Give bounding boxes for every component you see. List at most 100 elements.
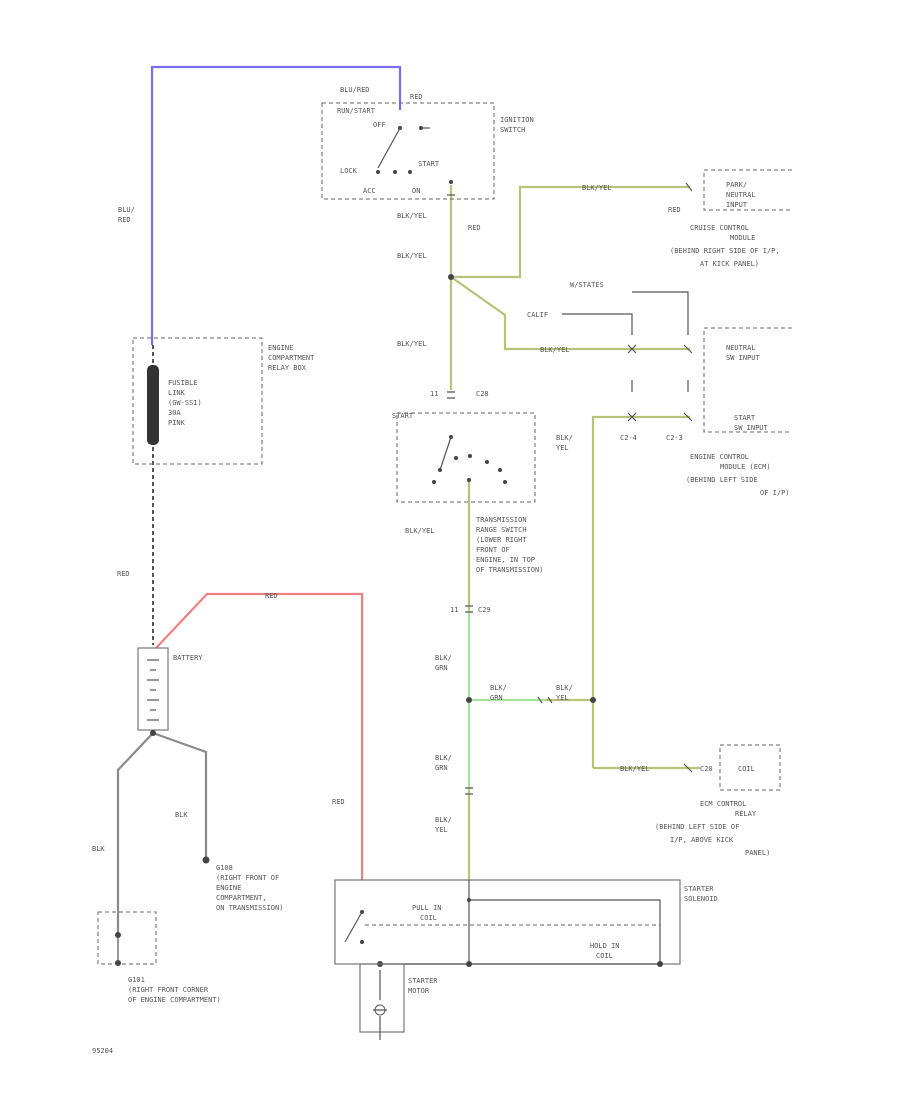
lbl-engine-box-1: COMPARTMENT xyxy=(268,354,315,362)
lbl-cruise-2: (BEHIND RIGHT SIDE OF I/P, xyxy=(670,247,780,255)
lbl-ecm-1: MODULE (ECM) xyxy=(720,463,771,471)
lbl-ign-acc: ACC xyxy=(363,187,376,195)
lbl-pull-in-1: COIL xyxy=(420,914,437,922)
lbl-neutral-1: SW INPUT xyxy=(726,354,761,362)
lbl-ecm-0: ENGINE CONTROL xyxy=(690,453,749,461)
lbl-blk-1: BLK xyxy=(175,811,188,819)
lbl-trs-1: RANGE SWITCH xyxy=(476,526,527,534)
lbl-ign-red: RED xyxy=(410,93,423,101)
lbl-hold-in-0: HOLD IN xyxy=(590,942,620,950)
lbl-blk-yel-5: BLK/YEL xyxy=(405,527,435,535)
junctions xyxy=(448,274,596,703)
lbl-c20: C20 xyxy=(700,765,713,773)
lbl-ign-on: ON xyxy=(412,187,420,195)
lbl-trs-0: TRANSMISSION xyxy=(476,516,527,524)
lbl-relay-3: I/P, ABOVE KICK xyxy=(670,836,734,844)
lbl-g108-2: ENGINE xyxy=(216,884,241,892)
lbl-ign-start: START xyxy=(418,160,440,168)
lbl-ign-run-start: RUN/START xyxy=(337,107,376,115)
lbl-c29-num: 11 xyxy=(450,606,458,614)
lbl-fusible-1: LINK xyxy=(168,389,186,397)
lbl-start: START xyxy=(392,412,414,420)
lbl-engine-box-0: ENGINE xyxy=(268,344,293,352)
lbl-blk-yel-7-0: BLK/ xyxy=(435,816,452,824)
lbl-diagram-id: 95204 xyxy=(92,1047,113,1055)
lbl-trs-5: OF TRANSMISSION) xyxy=(476,566,543,574)
lbl-blk-grn-1-1: GRN xyxy=(435,664,448,672)
fusible-link xyxy=(147,365,159,445)
lbl-trs-2: (LOWER RIGHT xyxy=(476,536,527,544)
lbl-c28-num: 11 xyxy=(430,390,438,398)
cruise-module-box xyxy=(703,169,792,211)
lbl-ign-blu-red: BLU/RED xyxy=(340,86,370,94)
lbl-fusible-4: PINK xyxy=(168,419,186,427)
lbl-fusible-0: FUSIBLE xyxy=(168,379,198,387)
lbl-g101-0: G101 xyxy=(128,976,145,984)
lbl-g101-2: OF ENGINE COMPARTMENT) xyxy=(128,996,221,1004)
lbl-relay-2: (BEHIND LEFT SIDE OF xyxy=(655,823,739,831)
lbl-ecm-3: OF I/P) xyxy=(760,489,790,497)
lbl-battery: BATTERY xyxy=(173,654,203,662)
lbl-g108-1: (RIGHT FRONT OF xyxy=(216,874,279,882)
lbl-g108-0: G108 xyxy=(216,864,233,872)
lbl-ignition-switch-0: IGNITION xyxy=(500,116,534,124)
ground-g101 xyxy=(97,911,157,966)
lbl-starter-sol-0: STARTER xyxy=(684,885,714,893)
lbl-relay-4: PANEL) xyxy=(745,849,770,857)
lbl-ignition-switch-1: SWITCH xyxy=(500,126,525,134)
lbl-hold-in-1: COIL xyxy=(596,952,613,960)
lbl-blk-yel-6-1: YEL xyxy=(556,694,569,702)
wire-blk-yel-neutral-sw xyxy=(450,276,690,351)
lbl-c2-1: C2-4 xyxy=(620,434,637,442)
lbl-blk-2: BLK xyxy=(92,845,105,853)
lbl-blk-yel-8-0: BLK/ xyxy=(556,434,573,442)
lbl-fusible-2: (GW-SS1) xyxy=(168,399,202,407)
lbl-blk-yel-n: BLK/YEL xyxy=(540,346,570,354)
relay-box xyxy=(719,744,781,791)
lbl-relay-1: RELAY xyxy=(735,810,757,818)
lbl-blk-yel-3: BLK/YEL xyxy=(397,252,427,260)
lbl-red-mid: RED xyxy=(332,798,345,806)
wires xyxy=(116,65,700,935)
lbl-red-left: RED xyxy=(117,570,130,578)
wire-blu-red xyxy=(150,65,402,345)
lbl-trs-4: ENGINE, IN TOP xyxy=(476,556,535,564)
lbl-c28: C28 xyxy=(476,390,489,398)
lbl-ign-off: OFF xyxy=(373,121,386,129)
lbl-pull-in-0: PULL IN xyxy=(412,904,442,912)
lbl-coil: COIL xyxy=(738,765,755,773)
wire-blk-yel-start-input xyxy=(591,415,690,768)
lbl-blk-grn-1-0: BLK/ xyxy=(435,654,452,662)
lbl-blk-yel-8-1: YEL xyxy=(556,444,569,452)
lbl-c29: C29 xyxy=(478,606,491,614)
lbl-cruise-3: AT KICK PANEL) xyxy=(700,260,759,268)
lbl-pn-1: NEUTRAL xyxy=(726,191,756,199)
ecm-box xyxy=(631,327,792,433)
wire-w-states xyxy=(632,291,689,335)
lbl-g108-4: ON TRANSMISSION) xyxy=(216,904,283,912)
lbl-starter-mot-1: MOTOR xyxy=(408,987,430,995)
lbl-red-c1: RED xyxy=(468,224,481,232)
wire-blk-g101 xyxy=(116,732,154,935)
lbl-blk-yel-1: BLK/YEL xyxy=(397,212,427,220)
starter-solenoid xyxy=(334,879,681,967)
lbl-cruise-1: MODULE xyxy=(730,234,755,242)
lbl-blk-yel-7-1: YEL xyxy=(435,826,448,834)
lbl-blk-yel-coil: BLK/YEL xyxy=(620,765,650,773)
lbl-blk-yel-4: BLK/YEL xyxy=(397,340,427,348)
lbl-blu-red-1: RED xyxy=(118,216,131,224)
lbl-c2-2: C2-3 xyxy=(666,434,683,442)
starter-motor xyxy=(359,963,405,1040)
lbl-blk-yel-6-0: BLK/ xyxy=(556,684,573,692)
lbl-pn-red: RED xyxy=(668,206,681,214)
lbl-engine-box-2: RELAY BOX xyxy=(268,364,307,372)
lbl-blk-grn-3-0: BLK/ xyxy=(435,754,452,762)
ground-g108-dot xyxy=(202,856,210,864)
lbl-w-states: W/STATES xyxy=(570,281,604,289)
wire-blk-yel-park-neutral xyxy=(451,185,690,279)
lbl-starter-sol-1: SOLENOID xyxy=(684,895,718,903)
lbl-g101-1: (RIGHT FRONT CORNER xyxy=(128,986,209,994)
connectors xyxy=(447,182,693,795)
wire-red-battery xyxy=(155,592,364,880)
lbl-pn-0: PARK/ xyxy=(726,181,747,189)
